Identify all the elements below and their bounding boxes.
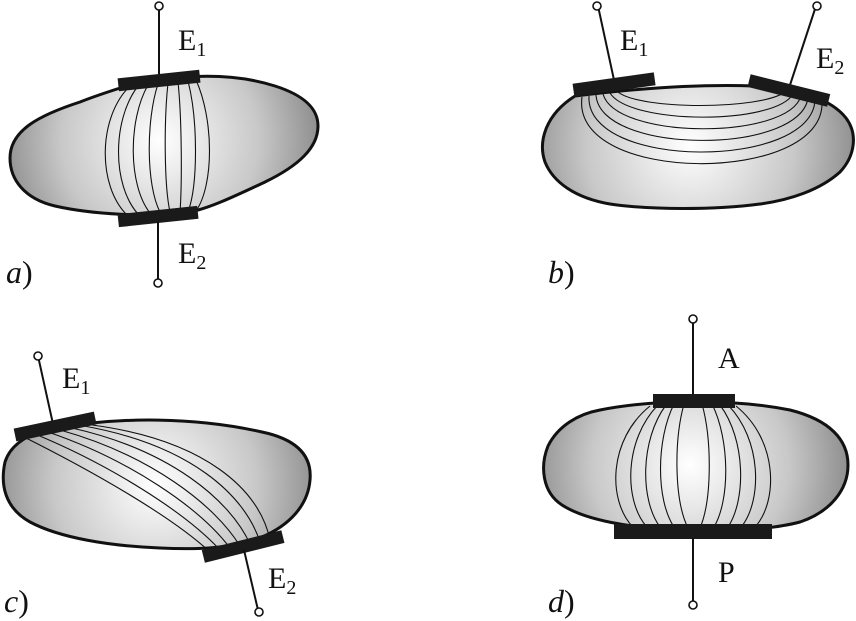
panel-a-bottom-terminal <box>153 278 163 288</box>
panel-a-body <box>8 74 320 217</box>
panel-c-field-line <box>71 427 251 545</box>
panel-a-field-lines <box>104 79 211 215</box>
panel-a-field-line <box>164 82 171 213</box>
panel-a-field-line <box>195 79 211 212</box>
panel-c-field-line <box>59 429 241 547</box>
panel-d-top-terminal <box>688 314 698 324</box>
panel-d-electrode-bottom <box>614 524 772 539</box>
panel-c-field-line <box>47 431 231 549</box>
panel-d-field-line <box>735 405 772 527</box>
panel-a-field-line <box>187 80 197 213</box>
panel-a-electrode-bottom <box>117 205 199 228</box>
panel-c-electrode-bottom <box>201 530 285 563</box>
panel-d-field-line <box>615 405 651 527</box>
panel-d-field-line <box>719 404 742 528</box>
panel-b-field-lines <box>581 91 823 165</box>
panel-a: E1 E2 a) <box>6 1 320 290</box>
panel-c-label-e1: E1 <box>62 362 90 399</box>
panel-d-caption: d) <box>548 583 575 619</box>
panel-b-left-terminal <box>592 1 602 11</box>
panel-a-label-e1: E1 <box>178 24 206 61</box>
panel-a-field-line <box>132 84 151 214</box>
panel-c-field-lines <box>21 424 271 553</box>
panel-c-label-e2: E2 <box>268 562 296 599</box>
panel-c-top-wire <box>37 355 54 425</box>
panel-b-field-line <box>588 95 816 153</box>
panel-b-field-line <box>617 91 786 107</box>
panel-d-field-line <box>659 403 675 528</box>
panel-b-field-line <box>581 96 823 165</box>
panel-a-electrode-top <box>117 69 201 92</box>
panel-b-label-e1: E1 <box>620 24 648 61</box>
panel-d-field-lines <box>615 403 772 529</box>
panel-c-caption: c) <box>4 583 29 619</box>
panel-b-field-line <box>609 92 794 118</box>
panel-b-left-wire <box>597 5 615 81</box>
panel-b-field-line <box>595 94 809 141</box>
panel-c-field-line <box>83 425 261 543</box>
panel-c-bottom-wire <box>243 549 259 611</box>
panel-a-label-e2: E2 <box>178 237 206 274</box>
panel-c-field-line <box>91 424 271 541</box>
panel-d-electrode-top <box>653 394 735 408</box>
panel-d-field-line <box>676 403 689 529</box>
panel-c-electrode-top <box>13 411 97 442</box>
panel-a-field-line <box>177 81 182 213</box>
panel-d-label-a: A <box>718 342 740 375</box>
panel-b: E1 E2 b) <box>541 1 855 290</box>
panel-a-top-terminal <box>154 1 164 11</box>
panel-a-field-line <box>148 83 161 213</box>
panel-b-label-e2: E2 <box>816 42 844 79</box>
panel-b-electrode-right <box>747 74 831 107</box>
panel-b-electrode-left <box>572 72 656 97</box>
panel-b-right-terminal <box>812 1 822 11</box>
panel-a-field-line <box>104 87 129 215</box>
panel-d: A P d) <box>542 314 850 619</box>
panel-c-top-terminal <box>33 351 43 361</box>
panel-b-right-wire <box>789 5 817 86</box>
panel-c-field-line <box>21 435 211 553</box>
panel-d-bottom-terminal <box>688 600 698 610</box>
panel-a-field-line <box>118 85 139 215</box>
panel-c: E1 E2 c) <box>1 351 312 619</box>
panel-d-field-line <box>699 403 710 529</box>
panel-d-body <box>542 400 850 533</box>
panel-b-caption: b) <box>548 254 575 290</box>
panel-d-field-line <box>630 404 659 527</box>
panel-d-field-line <box>711 403 727 528</box>
panel-b-field-line <box>602 93 802 130</box>
panel-d-field-line <box>645 404 667 528</box>
panel-a-caption: a) <box>6 254 33 290</box>
panel-c-field-line <box>34 433 221 551</box>
panel-c-bottom-terminal <box>254 607 264 617</box>
panel-d-field-line <box>727 404 757 527</box>
panel-d-label-p: P <box>718 556 735 589</box>
